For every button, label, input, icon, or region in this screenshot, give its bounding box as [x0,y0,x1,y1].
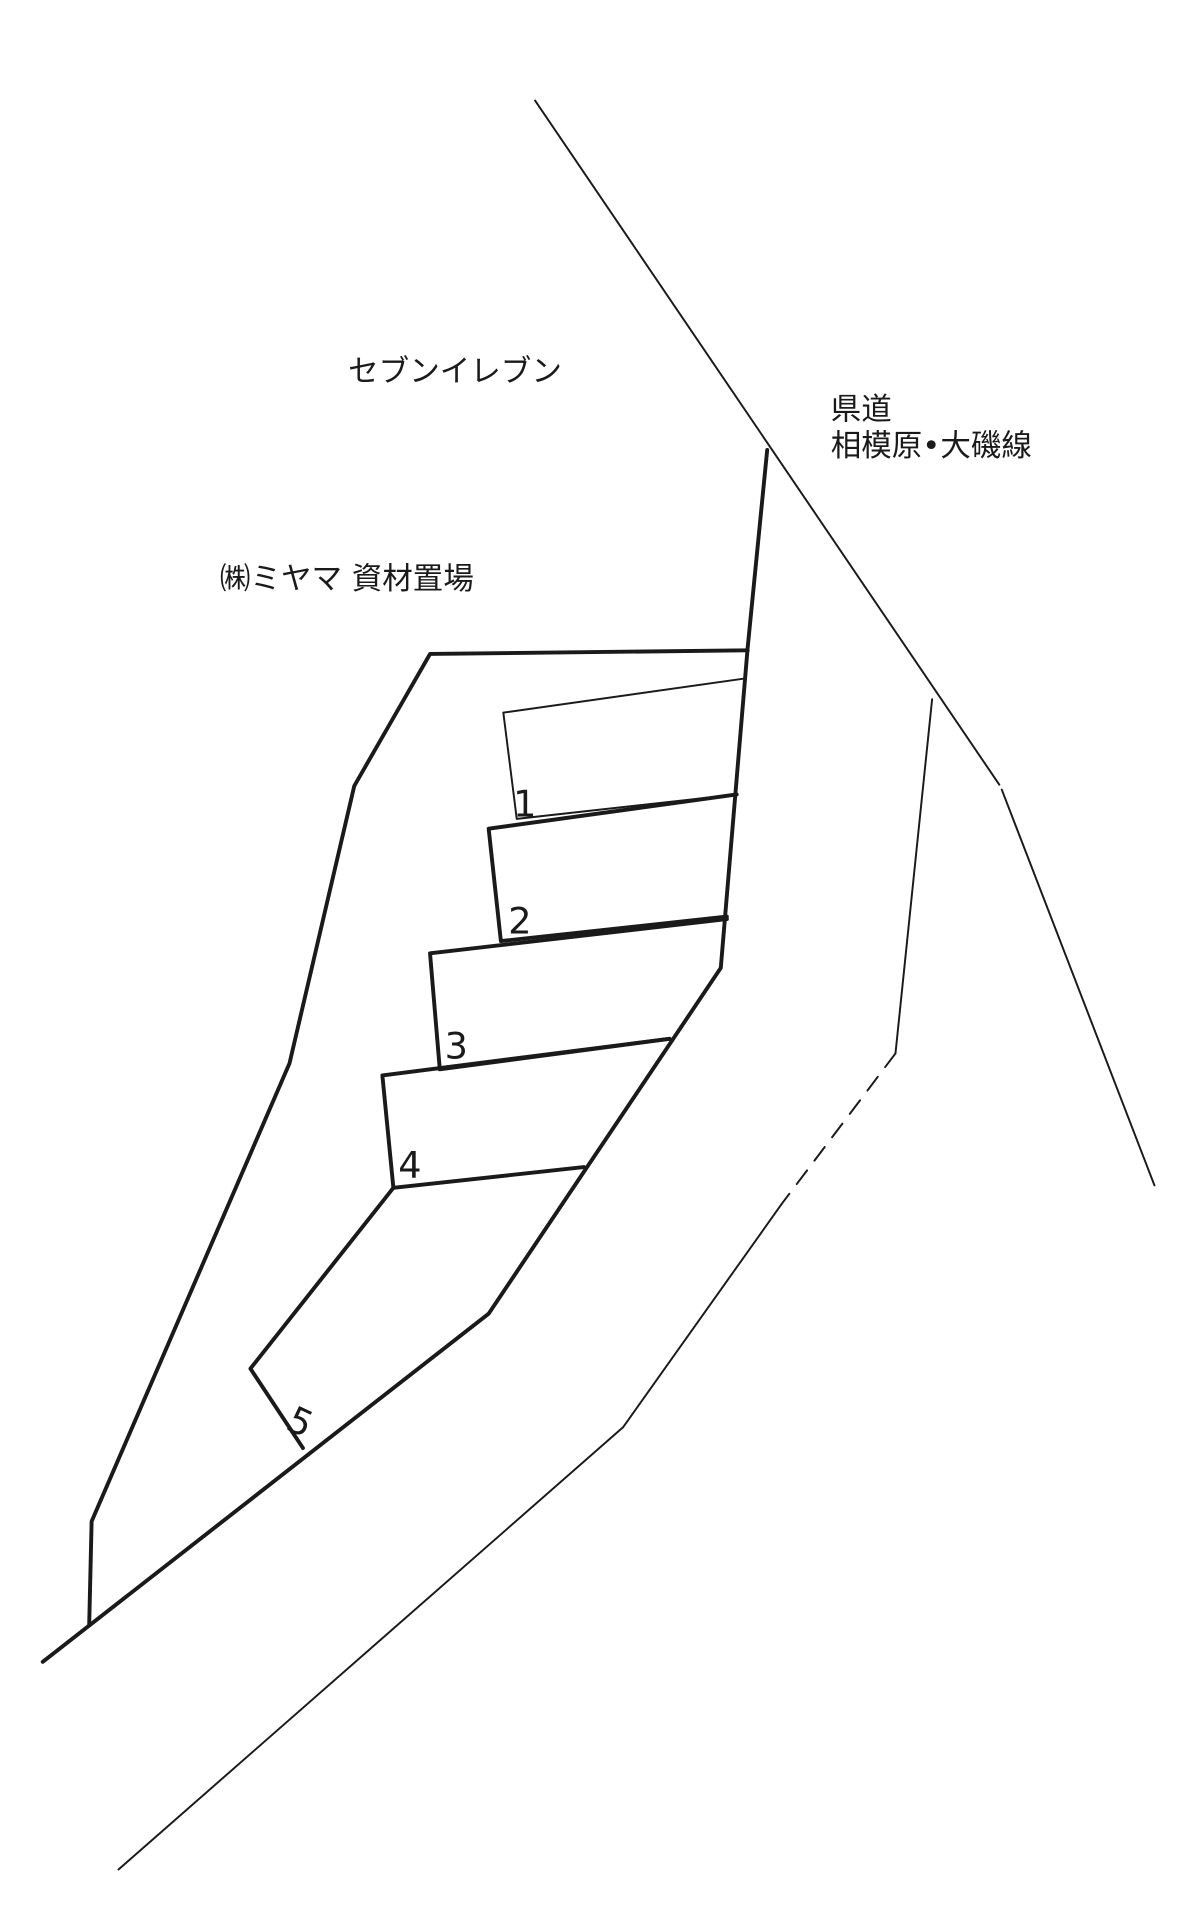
road-edge-dashed [780,1052,897,1205]
lot-boundary-right [40,448,770,1664]
space-number: 2 [508,900,531,943]
parking-space-3: 3 [428,917,729,1072]
parking-space-2: 2 [486,792,739,944]
space-number: 1 [513,782,536,825]
space-number: 5 [280,1398,319,1447]
road-edge-outer [534,99,1001,786]
convenience-store-label: セブンイレブン [348,355,562,390]
space-number: 3 [445,1024,468,1067]
road-type-label: 県道 [831,392,892,427]
space-number: 4 [398,1144,421,1187]
road-name-label: 相模原•大磯線 [831,429,1032,464]
parking-space-5: 5 [248,1185,396,1451]
road-edge-outer-lower [1000,788,1156,1187]
road-edge-inner-lower [117,1202,783,1871]
road-edge-inner [894,698,934,1055]
parking-space-1: 1 [502,677,747,825]
parking-space-4: 4 [380,1036,672,1190]
lot-boundary-left [87,648,750,1628]
material-yard-label: ㈱ミヤマ 資材置場 [220,562,474,597]
